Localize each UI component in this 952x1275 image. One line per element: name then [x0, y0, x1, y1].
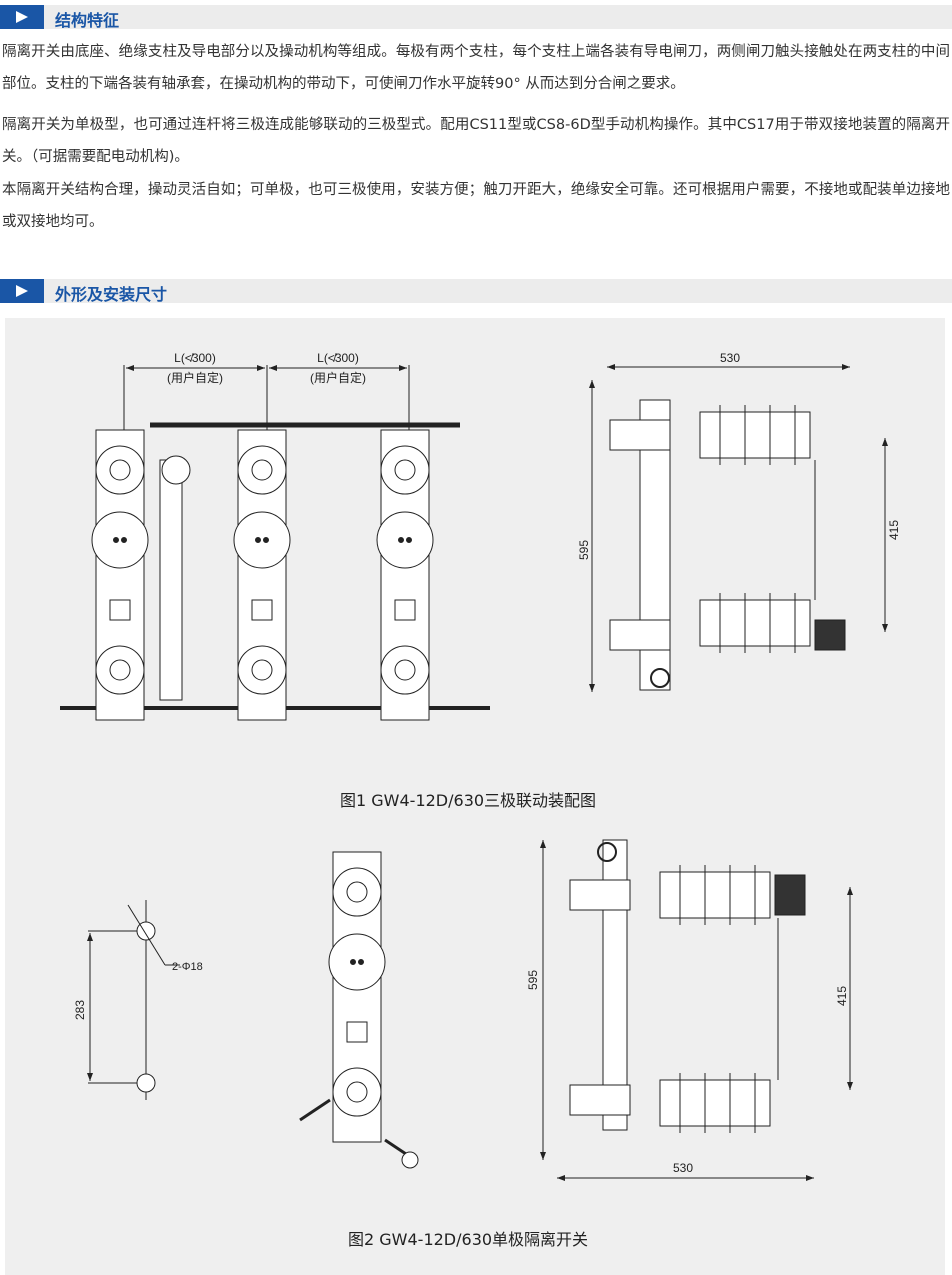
section-title: 外形及安装尺寸	[55, 285, 168, 304]
paragraph: 隔离开关由底座、绝缘支柱及导电部分以及操动机构等组成。每极有两个支柱，每个支柱上…	[2, 44, 950, 92]
paragraph: 隔离开关为单极型，也可通过连杆将三极连成能够联动的三极型式。配用CS11型或CS…	[2, 117, 950, 165]
mounting-holes-drawing	[87, 900, 180, 1100]
single-pole-front-view	[299, 851, 419, 1169]
dim-height: 595	[577, 540, 591, 560]
figure2-caption: 图2 GW4-12D/630单极隔离开关	[348, 1230, 589, 1249]
triangle-icon	[0, 5, 44, 29]
section-header-dimensions: 外形及安装尺寸	[0, 279, 952, 304]
dim-L-note: (用户自定)	[310, 370, 366, 385]
three-pole-front-view	[60, 365, 490, 721]
dim-L-note: (用户自定)	[167, 370, 223, 385]
hole-label: 2-Φ18	[172, 961, 203, 973]
figure1-caption: 图1 GW4-12D/630三极联动装配图	[340, 791, 597, 810]
paragraph: 本隔离开关结构合理，操动灵活自如；可单极，也可三极使用，安装方便；触刀开距大，绝…	[2, 182, 950, 230]
dim-height: 595	[526, 970, 540, 990]
triangle-icon	[0, 279, 44, 303]
section-header-structure: 结构特征	[0, 5, 952, 30]
dim-L-label: L(≮300)	[174, 351, 216, 365]
dim-width: 530	[720, 351, 740, 365]
dim-pole: 415	[887, 520, 901, 540]
side-view-fig2	[540, 839, 853, 1181]
side-view-fig1	[589, 364, 888, 692]
dim-pole: 415	[835, 986, 849, 1006]
dim-L-label: L(≮300)	[317, 351, 359, 365]
hole-spacing: 283	[73, 1000, 87, 1020]
section-title: 结构特征	[55, 11, 120, 30]
dim-width: 530	[673, 1161, 693, 1175]
